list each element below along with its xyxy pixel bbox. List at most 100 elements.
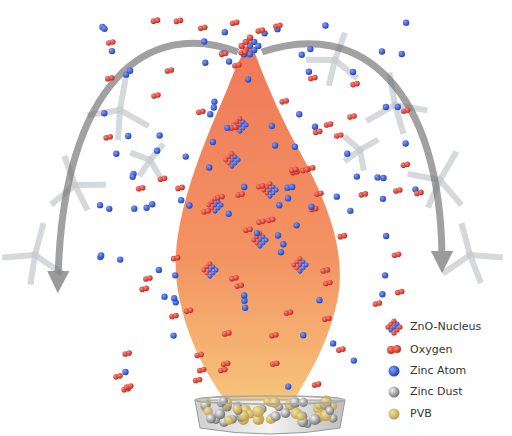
zinc-atom [379, 291, 385, 297]
oxygen-molecule [256, 219, 266, 226]
oxygen-molecule [197, 367, 207, 374]
legend-label: Zinc Atom [410, 364, 466, 377]
zinc-atom [402, 140, 408, 146]
oxygen-molecule [393, 187, 403, 194]
powder-particle [296, 412, 305, 421]
oxygen-molecule [313, 129, 323, 136]
oxygen-molecule [238, 49, 248, 56]
oxygen-molecule [230, 19, 240, 26]
oxygen-molecule [256, 183, 266, 190]
zinc-atom [276, 202, 282, 208]
zinc-atom [131, 205, 137, 211]
zinc-atom [403, 19, 409, 25]
oxygen-molecule [269, 332, 279, 339]
zinc-atom [285, 383, 291, 389]
zinc-atom [306, 68, 312, 74]
oxygen-molecule [279, 98, 289, 105]
zinc-atom [269, 123, 275, 129]
powder-particle [215, 409, 226, 420]
oxygen-molecule [221, 360, 231, 367]
legend-entry: Zinc Dust [410, 385, 463, 398]
oxygen-molecule [184, 308, 194, 315]
powder-particle [233, 404, 242, 413]
zinc-atom [129, 174, 135, 180]
oxygen-molecule [124, 383, 134, 390]
legend-icon [389, 366, 400, 377]
legend-label: ZnO-Nucleus [410, 320, 481, 333]
zinc-atom [154, 148, 160, 154]
zinc-atom [101, 26, 107, 32]
zinc-atom [211, 99, 217, 105]
legend-entry: Zinc Atom [410, 364, 466, 377]
zinc-atom [161, 293, 167, 299]
zinc-atom [312, 124, 318, 130]
zinc-atom [292, 144, 298, 150]
flame [176, 40, 340, 404]
oxygen-molecule [338, 233, 348, 240]
oxygen-molecule [174, 18, 184, 25]
oxygen-molecule [171, 255, 181, 262]
zinc-atom [344, 150, 350, 156]
oxygen-molecule [312, 381, 322, 388]
zno-tetrapod [127, 135, 175, 183]
zinc-atom [125, 133, 131, 139]
zinc-atom [280, 241, 286, 247]
zinc-atom [382, 272, 388, 278]
zinc-atom [399, 51, 405, 57]
oxygen-molecule [235, 191, 245, 198]
zinc-atom [380, 196, 386, 202]
zinc-atom [351, 357, 357, 363]
powder-particle [309, 414, 320, 425]
legend-label: Oxygen [410, 343, 452, 356]
zinc-atom [98, 252, 104, 258]
powder-particle [299, 398, 308, 407]
oxygen-molecule [193, 377, 203, 384]
zinc-atom [354, 173, 360, 179]
zinc-atom [149, 201, 155, 207]
zinc-atom [272, 142, 278, 148]
powder-particle [271, 411, 281, 421]
oxygen-molecule [219, 51, 229, 58]
zinc-atom [183, 153, 189, 159]
oxygen-molecule [322, 315, 332, 322]
zinc-atom [109, 48, 115, 54]
oxygen-molecule [414, 190, 424, 197]
oxygen-molecule [165, 67, 175, 74]
oxygen-molecule [218, 367, 228, 374]
oxygen-molecule [350, 81, 360, 88]
zinc-atom [307, 46, 313, 52]
zinc-atom [172, 272, 178, 278]
legend-icon [387, 345, 401, 354]
zinc-atom [241, 184, 247, 190]
oxygen-molecule [136, 185, 146, 192]
zinc-atom [207, 111, 213, 117]
zinc-atom [241, 292, 247, 298]
zinc-atom [101, 110, 107, 116]
oxygen-molecule [106, 39, 116, 46]
oxygen-molecule [359, 191, 369, 198]
oxygen-molecule [194, 352, 204, 359]
powder-particle [206, 413, 216, 423]
oxygen-molecule [158, 176, 168, 183]
zinc-atom [156, 132, 162, 138]
zinc-atom [206, 164, 212, 170]
oxygen-molecule [266, 217, 276, 224]
zinc-atom [211, 104, 217, 110]
zinc-atom [300, 332, 306, 338]
oxygen-molecule [151, 92, 161, 99]
zno-nucleus [223, 151, 240, 168]
legend-entry: ZnO-Nucleus [410, 320, 481, 333]
zno-nucleus [201, 261, 218, 278]
zinc-atom [380, 175, 386, 181]
oxygen-molecule [113, 373, 123, 380]
zno-nucleus [238, 34, 261, 57]
oxygen-molecule [324, 121, 334, 128]
zinc-atom [170, 332, 176, 338]
oxygen-molecule [122, 350, 132, 357]
zinc-atom [275, 232, 281, 238]
zinc-atom [178, 197, 184, 203]
zinc-atom [210, 139, 216, 145]
oxygen-molecule [289, 166, 299, 173]
zinc-atom [222, 29, 228, 35]
legend-label: PVB [410, 407, 432, 420]
